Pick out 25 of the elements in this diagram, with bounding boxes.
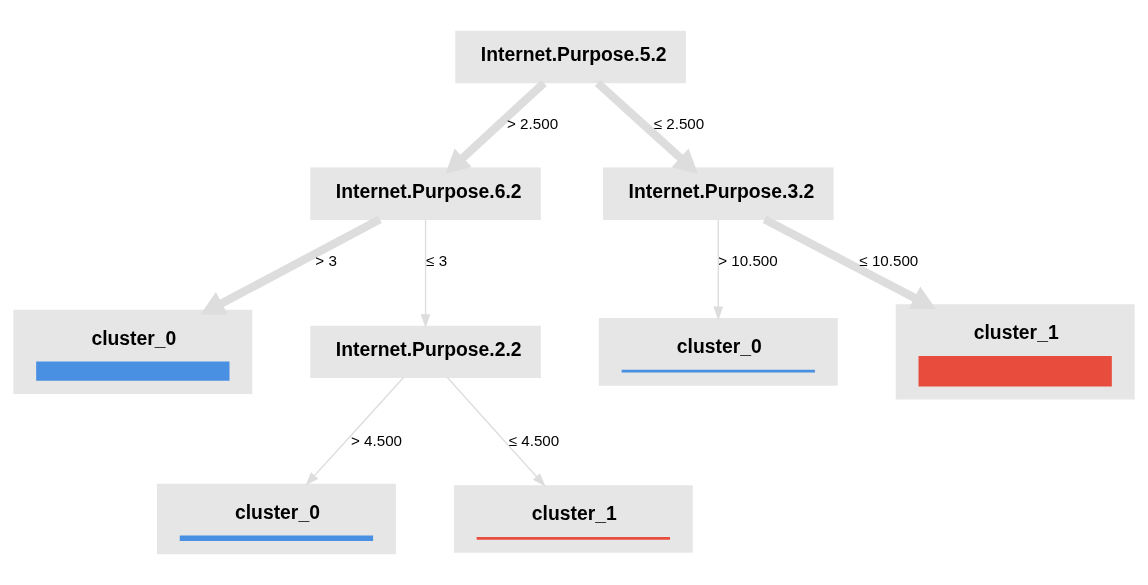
arrow bbox=[445, 79, 547, 174]
arrow bbox=[762, 215, 936, 309]
node-box: cluster_1 bbox=[895, 304, 1135, 400]
node-box: cluster_0 bbox=[598, 318, 838, 386]
node-box: Internet.Purpose.3.2 bbox=[603, 167, 834, 220]
node-box: Internet.Purpose.6.2 bbox=[310, 167, 541, 220]
arrow bbox=[713, 218, 724, 321]
arrow bbox=[594, 79, 698, 174]
arrow bbox=[200, 215, 382, 315]
arrow bbox=[446, 376, 546, 487]
node-box: cluster_0 bbox=[13, 309, 253, 394]
node-box: cluster_0 bbox=[157, 483, 396, 555]
node-box: cluster_1 bbox=[453, 485, 693, 553]
edge-label: > 10.500 bbox=[718, 251, 778, 269]
edge-label: ≤ 2.500 bbox=[653, 115, 705, 133]
edge-label: > 2.500 bbox=[507, 115, 559, 133]
arrow bbox=[305, 376, 405, 486]
edge-label: > 4.500 bbox=[351, 431, 403, 449]
edge-label: > 3 bbox=[315, 251, 337, 269]
node-box: Internet.Purpose.5.2 bbox=[455, 30, 686, 84]
arrow bbox=[420, 218, 431, 328]
edge-label: ≤ 4.500 bbox=[508, 431, 560, 449]
node-box: Internet.Purpose.2.2 bbox=[310, 325, 541, 379]
edge-label: ≤ 3 bbox=[426, 251, 448, 269]
edge-label: ≤ 10.500 bbox=[859, 251, 919, 269]
